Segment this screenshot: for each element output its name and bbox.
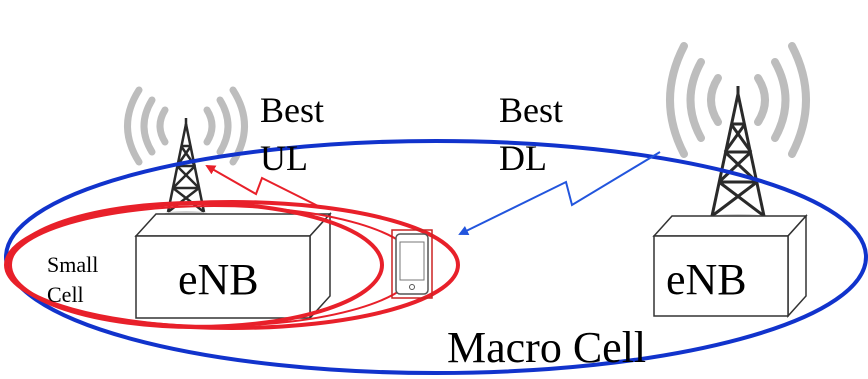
radio-waves-right-icon [666,42,810,158]
best-ul-label-top: Best [260,90,325,130]
enb-right-box [652,214,808,318]
enb-left-label: eNB [178,255,259,304]
best-dl-label-top: Best [499,90,564,130]
enb-right-label: eNB [666,255,747,304]
best-ul-label-bottom: UL [260,138,308,178]
uplink-arrow [205,165,323,209]
left-tower-icon [164,118,208,217]
small-cell-label: Small Cell [47,250,98,310]
downlink-arrow [458,151,661,235]
macro-cell-label: Macro Cell [447,323,647,372]
enb-left-box [134,212,332,320]
small-cell-label-line1: Small [47,252,99,277]
right-tower-icon [708,86,768,222]
small-cell-label-line2: Cell [47,282,84,307]
best-dl-label-bottom: DL [499,138,547,178]
mobile-phone-icon [391,229,433,299]
